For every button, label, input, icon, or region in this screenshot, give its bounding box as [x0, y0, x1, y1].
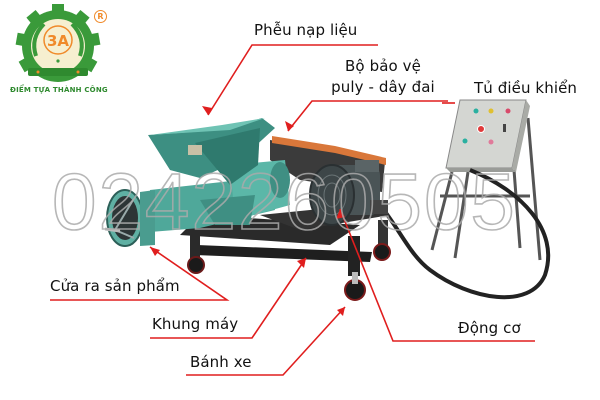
- label-product-outlet: Cửa ra sản phẩm: [50, 277, 180, 295]
- label-pulley-guard-line2: puly - dây đai: [331, 78, 435, 96]
- leader-motor: [339, 208, 535, 342]
- label-pulley-guard-line1: Bộ bảo vệ: [345, 57, 421, 75]
- brand-logo: 3A: [15, 4, 101, 82]
- arrowheads: [150, 106, 345, 316]
- label-pulley-guard: Bộ bảo vệ puly - dây đai: [318, 58, 448, 96]
- leader-wheels: [186, 306, 346, 376]
- label-wheels: Bánh xe: [190, 353, 252, 371]
- power-cable: [378, 168, 551, 300]
- cabinet-stand: [430, 117, 542, 261]
- label-motor: Động cơ: [458, 319, 521, 337]
- label-control-cabinet: Tủ điều khiển: [474, 79, 578, 97]
- leader-hopper: [207, 44, 378, 116]
- control-cabinet: [445, 99, 530, 172]
- leader-frame: [150, 257, 307, 339]
- svg-text:3A: 3A: [47, 32, 69, 50]
- leader-product-outlet: [50, 246, 230, 301]
- label-frame: Khung máy: [152, 315, 239, 333]
- extruder-body: [104, 160, 290, 247]
- registered-mark-icon: R: [94, 10, 107, 23]
- leader-pulley-guard: [287, 100, 448, 132]
- hopper: [148, 118, 275, 185]
- motor: [309, 160, 388, 226]
- wheels: [187, 243, 391, 301]
- leader-lines: [50, 44, 535, 376]
- label-hopper: Phễu nạp liệu: [254, 21, 358, 39]
- brand-tagline: ĐIỂM TỰA THÀNH CÔNG: [10, 86, 108, 94]
